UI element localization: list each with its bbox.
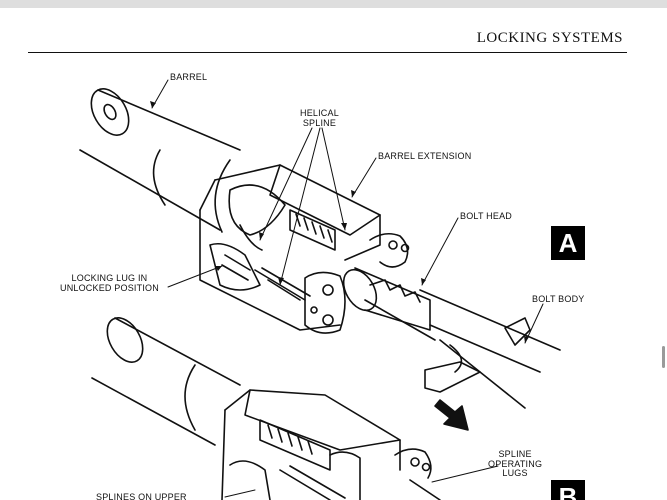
page-title: LOCKING SYSTEMS [476, 30, 623, 46]
label-bolt-head: BOLT HEAD [460, 211, 512, 221]
label-barrel-extension: BARREL EXTENSION [378, 151, 472, 161]
figure-b-badge: B [551, 480, 585, 500]
direction-arrow [434, 399, 469, 431]
label-splines-on-upper: SPLINES ON UPPER [96, 492, 187, 500]
label-locking-lug: LOCKING LUG IN UNLOCKED POSITION [60, 273, 159, 293]
label-helical-spline: HELICAL SPLINE [300, 108, 339, 128]
label-spline-operating-lugs: SPLINE OPERATING LUGS [488, 449, 543, 478]
scrollbar-thumb[interactable] [662, 346, 665, 368]
top-strip [0, 0, 667, 8]
label-bolt-body: BOLT BODY [532, 294, 585, 304]
figure-a-drawing [79, 88, 561, 409]
figure-a-badge: A [551, 226, 585, 260]
label-barrel: BARREL [170, 72, 208, 82]
header-rule [28, 52, 627, 53]
figure-b-drawing [91, 317, 441, 500]
